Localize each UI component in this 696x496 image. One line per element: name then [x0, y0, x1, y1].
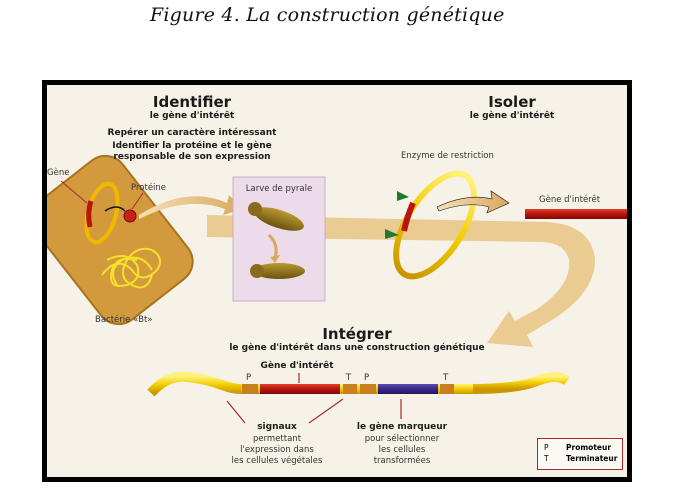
integrate-subtitle: le gène d'intérêt dans une construction …	[229, 343, 485, 353]
diagram-frame: Identifier le gène d'intérêt Repérer un …	[42, 80, 632, 482]
enzyme-label: Enzyme de restriction	[401, 151, 494, 161]
gene-label: Gène	[47, 168, 70, 178]
identify-line1: Repérer un caractère intéressant	[107, 128, 277, 138]
marker-t1: T	[346, 373, 352, 383]
larva-icon	[248, 202, 305, 279]
isolate-arrow	[436, 190, 510, 214]
larva-box	[232, 176, 326, 302]
chromosome-icon	[101, 247, 162, 289]
signal-pointer-2	[308, 398, 344, 424]
legend-key-p: P	[544, 443, 549, 452]
isolated-gene-on-plasmid	[401, 201, 416, 232]
marker-line1: pour sélectionner	[364, 434, 440, 444]
marker-gene-title: le gène marqueur	[356, 422, 448, 432]
identify-line3: responsable de son expression	[113, 152, 271, 162]
bacteria-cell	[47, 154, 194, 326]
signals-line3: les cellules végétales	[231, 456, 323, 466]
construct-dna-right	[471, 372, 571, 394]
protein-label: Protéine	[131, 183, 167, 193]
marker-line2: les cellules	[378, 445, 426, 455]
legend-value-promoteur: Promoteur	[566, 443, 612, 452]
marker-line3: transformées	[373, 456, 431, 466]
marker-t2: T	[443, 373, 449, 383]
signals-line2: l'expression dans	[240, 445, 314, 455]
larva-label: Larve de pyrale	[245, 184, 313, 194]
isolated-gene-label: Gène d'intérêt	[539, 195, 601, 205]
signals-title: signaux	[257, 422, 297, 432]
integrate-title: Intégrer	[322, 325, 392, 343]
isolate-title: Isoler	[488, 93, 536, 111]
expression-arrow	[104, 206, 126, 212]
promoter-2	[360, 384, 376, 394]
identify-title: Identifier	[152, 93, 232, 111]
gene-pointer	[60, 180, 88, 204]
marker-p2: P	[364, 373, 370, 383]
enzyme-cut-icon-1	[397, 191, 409, 201]
isolate-subtitle: le gène d'intérêt	[469, 111, 555, 121]
terminator-1	[343, 384, 357, 394]
figure-title: Figure 4. La construction génétique	[150, 4, 505, 26]
bacteria-label: Bactérie «Bt»	[95, 315, 153, 325]
signals-line1: permettant	[252, 434, 302, 444]
signal-pointer-1	[226, 400, 246, 424]
protein-to-larva-arrow	[139, 195, 243, 219]
legend-key-t: T	[544, 454, 549, 463]
gene-of-interest-bar	[525, 209, 627, 219]
terminator-2	[440, 384, 454, 394]
promoter-1	[242, 384, 258, 394]
gene-segment	[86, 200, 94, 228]
enzyme-cut-icon-2	[385, 229, 399, 239]
marker-gene-segment	[378, 384, 438, 394]
marker-p1: P	[246, 373, 252, 383]
gene-of-interest-segment	[260, 384, 340, 394]
legend-value-terminateur: Terminateur	[566, 454, 618, 463]
construct-dna-left	[147, 371, 243, 397]
integrate-gene-label: Gène d'intérêt	[260, 361, 334, 371]
identify-line2: Identifier la protéine et le gène	[112, 141, 272, 151]
protein-pointer	[131, 192, 144, 210]
identify-subtitle: le gène d'intérêt	[149, 111, 235, 121]
protein-icon	[123, 209, 137, 223]
legend-box: P Promoteur T Terminateur	[537, 438, 623, 470]
diagram-canvas	[47, 154, 627, 424]
